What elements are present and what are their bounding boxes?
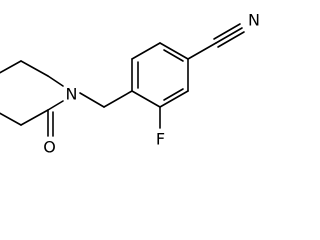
nitrile-nitrogen-label: N <box>248 11 260 30</box>
benzene-ring <box>131 42 189 108</box>
nitrile-triple-2 <box>213 23 241 40</box>
bond-ring-cn <box>187 42 217 60</box>
bond-c6-c5 <box>20 60 49 77</box>
atom-label-o: O <box>42 137 57 157</box>
benzene-double-2 <box>163 49 184 62</box>
bond-c2-c3 <box>20 109 49 126</box>
atom-label-nitrile-n: N <box>246 10 262 30</box>
bond-c5-c4 <box>0 60 22 74</box>
benzene-bond-3 <box>159 42 189 60</box>
oxygen-label: O <box>43 138 56 157</box>
bond-c2-n <box>47 100 64 111</box>
nitrile-triple-3 <box>217 31 245 48</box>
benzene-bond-2 <box>131 42 161 60</box>
benzene-bond-6 <box>131 90 161 108</box>
atom-label-ring-n: N <box>64 84 79 104</box>
nitrile-triple-1 <box>215 27 243 44</box>
benzene-bond-5 <box>159 90 189 108</box>
bond-ch2-ring <box>103 90 133 108</box>
fluorine-label: F <box>156 130 165 149</box>
bond-c3-c2 <box>0 112 22 126</box>
benzene-double-3 <box>163 88 184 101</box>
atom-label-f: F <box>154 129 167 149</box>
piperidinone-ring <box>0 60 64 137</box>
ring-nitrogen-label: N <box>66 85 78 104</box>
bond-n-c6 <box>47 75 64 87</box>
bond-n-ch2 <box>79 92 105 108</box>
chemical-structure-diagram: N O F N <box>0 10 262 157</box>
